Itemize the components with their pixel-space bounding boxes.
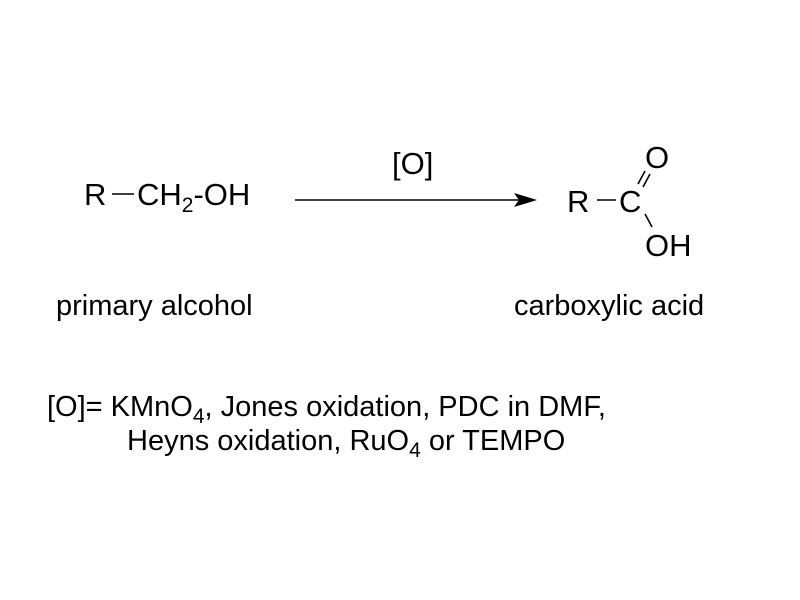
oxidants-line2-suffix: or TEMPO bbox=[420, 425, 566, 457]
product-carbonyl-oxygen: O bbox=[645, 140, 670, 175]
kmno4-subscript: 4 bbox=[192, 405, 205, 428]
reactant-ch2: CH bbox=[137, 177, 182, 212]
product-name: carboxylic acid bbox=[514, 290, 705, 322]
product-hydroxyl: OH bbox=[645, 228, 692, 263]
oxidants-line1-prefix: [O]= KMnO bbox=[47, 391, 193, 423]
oxidants-line2-prefix: Heyns oxidation, RuO bbox=[127, 425, 410, 457]
ruo4-subscript: 4 bbox=[409, 439, 421, 462]
reactant-r-group: R bbox=[84, 177, 107, 212]
reactant-ch2-subscript: 2 bbox=[181, 194, 194, 217]
oxidants-note-line-2: Heyns oxidation, RuO4 or TEMPO bbox=[127, 425, 566, 462]
reactant-hydroxyl: -OH bbox=[193, 177, 251, 212]
product-r-group: R bbox=[567, 184, 590, 219]
oxidants-line1-suffix: , Jones oxidation, PDC in DMF, bbox=[204, 391, 606, 423]
reaction-arrow-head bbox=[514, 193, 537, 207]
reagent-label: [O] bbox=[392, 146, 434, 181]
oxidants-note-line-1: [O]= KMnO4, Jones oxidation, PDC in DMF, bbox=[47, 391, 606, 428]
product-carbon: C bbox=[619, 184, 642, 219]
carbonyl-double-bond-2 bbox=[642, 173, 651, 188]
carbonyl-double-bond-1 bbox=[637, 170, 646, 185]
reactant-name: primary alcohol bbox=[56, 290, 253, 322]
c-oh-single-bond bbox=[644, 213, 653, 228]
reactant-ch2-oh: CH2-OH bbox=[137, 177, 251, 216]
